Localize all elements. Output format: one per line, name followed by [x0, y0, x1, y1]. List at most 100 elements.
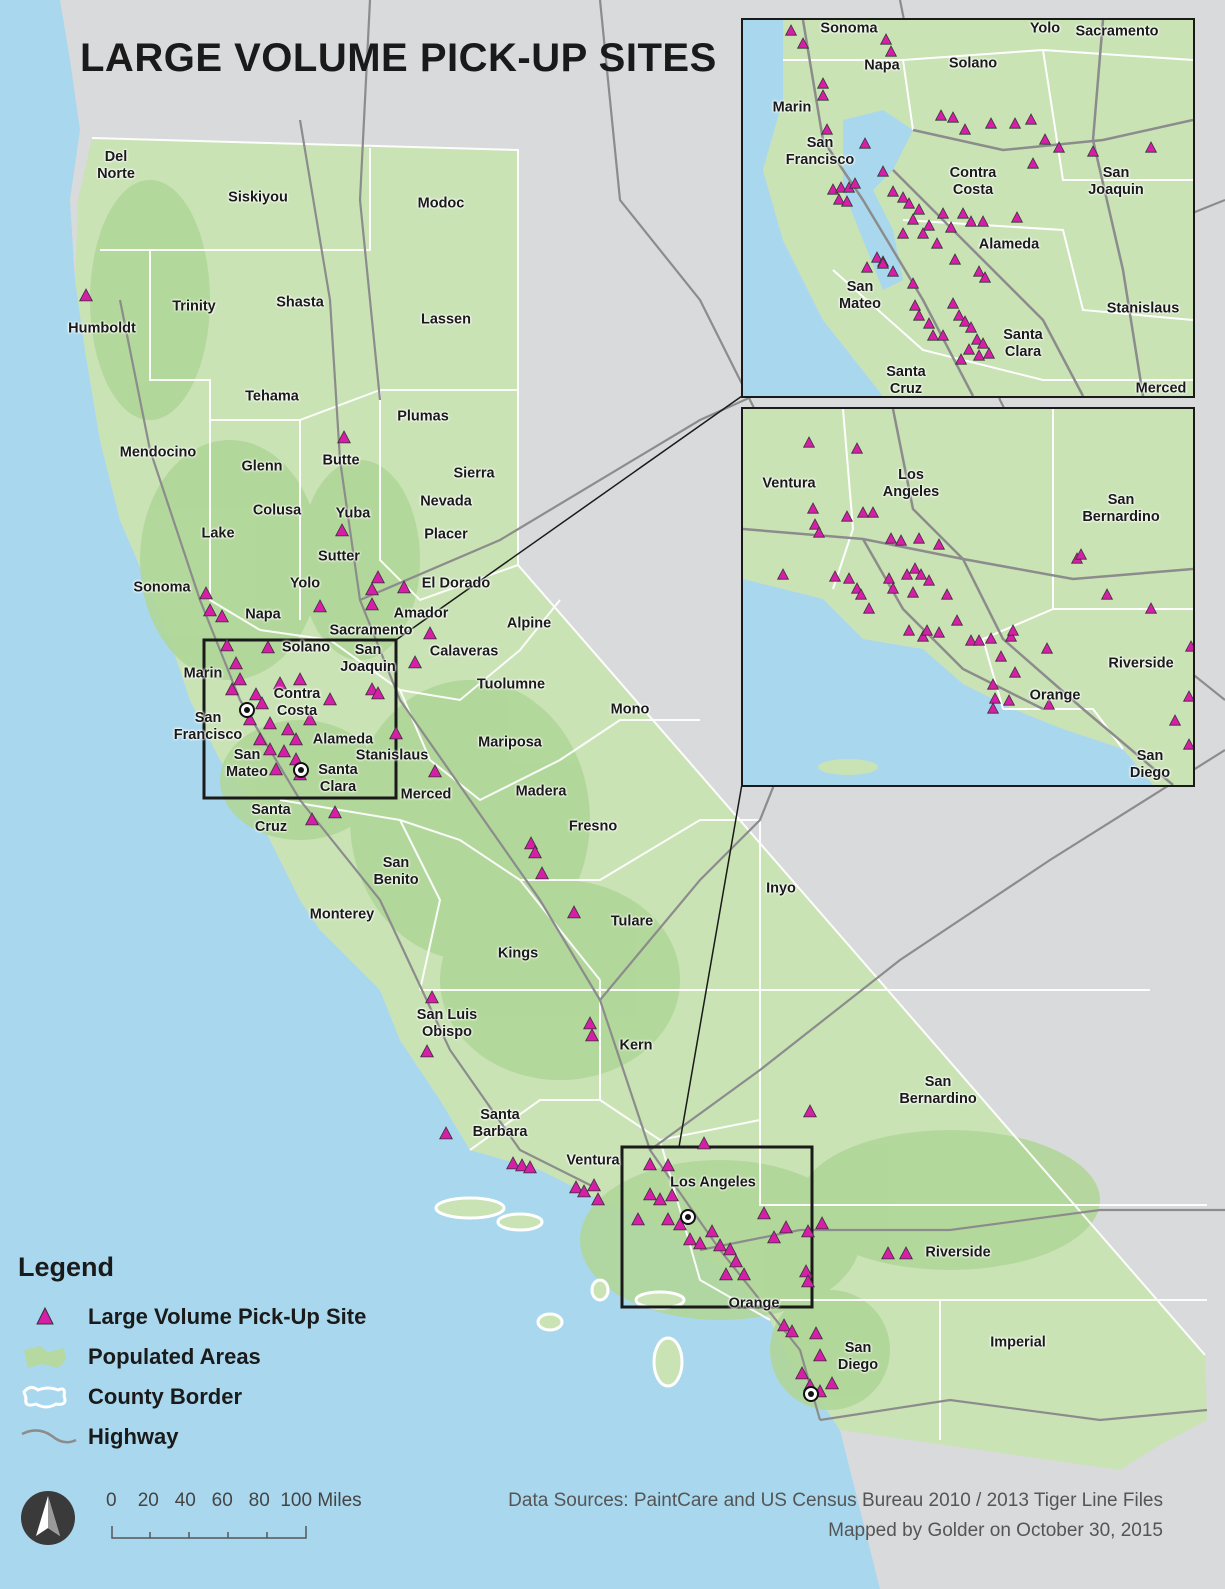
pickup-site-marker — [1086, 145, 1100, 157]
highway-line-icon — [21, 1429, 77, 1444]
pickup-site-marker — [1042, 698, 1056, 710]
county-label: Sonoma — [820, 20, 878, 37]
county-label: Contra Costa — [949, 165, 997, 198]
pickup-site-marker — [1024, 113, 1038, 125]
pickup-site-marker — [803, 1104, 817, 1118]
pickup-site-marker — [371, 570, 385, 584]
scale-tick-40: 40 — [174, 1490, 196, 1511]
county-label: Marin — [183, 665, 223, 682]
pickup-site-marker — [269, 762, 283, 776]
county-label: San Mateo — [839, 279, 881, 312]
pickup-site-marker — [1038, 133, 1052, 145]
pickup-site-marker — [922, 219, 936, 231]
pickup-site-marker — [908, 562, 922, 574]
pickup-site-marker — [882, 572, 896, 584]
pickup-site-marker — [1010, 211, 1024, 223]
county-label: San Luis Obispo — [416, 1007, 478, 1040]
pickup-site-marker — [631, 1212, 645, 1226]
scale-tick-80: 80 — [248, 1490, 270, 1511]
pickup-site-marker — [323, 692, 337, 706]
pickup-site-marker — [946, 111, 960, 123]
pickup-site-marker — [389, 726, 403, 740]
county-label: Santa Cruz — [251, 802, 291, 835]
pickup-site-marker — [856, 506, 870, 518]
pickup-site-marker — [737, 1267, 751, 1281]
county-border-swatch-icon — [22, 1385, 67, 1409]
pickup-site-marker — [906, 277, 920, 289]
pickup-site-marker — [902, 624, 916, 636]
pickup-site-marker — [970, 333, 984, 345]
pickup-site-marker — [978, 271, 992, 283]
county-label: Ventura — [566, 1152, 620, 1169]
pickup-site-marker — [784, 24, 798, 36]
county-label: Merced — [400, 786, 452, 803]
pickup-site-marker — [757, 1206, 771, 1220]
pickup-site-marker — [866, 506, 880, 518]
pickup-site-marker — [884, 45, 898, 57]
pickup-site-marker — [1008, 666, 1022, 678]
pickup-site-marker — [842, 572, 856, 584]
county-label: Solano — [948, 55, 998, 72]
pickup-site-marker — [801, 1224, 815, 1238]
pickup-site-marker — [934, 109, 948, 121]
pickup-site-marker — [577, 1184, 591, 1198]
scale-ruler — [111, 1526, 307, 1539]
pickup-site-marker — [673, 1217, 687, 1231]
county-label: Butte — [322, 452, 360, 469]
pickup-site-marker — [902, 197, 916, 209]
pickup-site-marker — [832, 193, 846, 205]
county-label: Sacramento — [1075, 23, 1159, 40]
county-label: Santa Cruz — [886, 364, 926, 397]
pickup-site-marker — [972, 349, 986, 361]
county-label: Los Angeles — [670, 1174, 756, 1191]
county-label: Los Angeles — [882, 467, 940, 500]
pickup-site-marker — [1144, 141, 1158, 153]
county-label: Trinity — [172, 298, 216, 315]
pickup-site-marker — [886, 185, 900, 197]
pickup-site-marker — [900, 568, 914, 580]
pickup-site-marker — [940, 588, 954, 600]
county-label: Kern — [619, 1037, 653, 1054]
inset-bay-highways — [801, 20, 1193, 396]
pickup-site-marker — [261, 640, 275, 654]
county-label: Lassen — [421, 311, 471, 328]
pickup-site-marker — [840, 510, 854, 522]
major-site-marker-center — [298, 767, 304, 773]
pickup-site-marker — [828, 570, 842, 582]
pickup-site-marker — [1100, 588, 1114, 600]
pickup-site-marker — [229, 656, 243, 670]
county-label: San Bernardino — [899, 1074, 977, 1107]
data-sources: Data Sources: PaintCare and US Census Bu… — [508, 1486, 1163, 1546]
county-label: Napa — [245, 606, 281, 623]
county-label: Siskiyou — [228, 189, 288, 206]
pickup-site-marker — [1006, 624, 1020, 636]
pickup-site-marker — [908, 299, 922, 311]
inset-bay-site-markers — [784, 24, 1158, 365]
county-label: Fresno — [568, 818, 618, 835]
legend-item-populated: Populated Areas — [18, 1337, 366, 1377]
pickup-site-marker — [986, 678, 1000, 690]
pickup-site-marker — [808, 518, 822, 530]
county-label: Santa Clara — [318, 762, 358, 795]
county-label: Yolo — [1029, 20, 1061, 37]
pickup-site-marker — [705, 1224, 719, 1238]
pickup-site-marker — [952, 309, 966, 321]
scale-unit: Miles — [317, 1490, 362, 1511]
pickup-site-marker — [661, 1212, 675, 1226]
pickup-site-marker — [922, 574, 936, 586]
county-label: Nevada — [420, 493, 472, 510]
legend-label-county: County Border — [88, 1384, 242, 1409]
county-label: Tulare — [610, 913, 654, 930]
county-label: Napa — [864, 57, 900, 74]
scale-bar: 0 20 40 60 80 100 Miles — [18, 1488, 362, 1553]
county-label: Mendocino — [119, 444, 197, 461]
pickup-site-marker — [683, 1232, 697, 1246]
county-label: Imperial — [990, 1334, 1046, 1351]
pickup-site-marker — [886, 265, 900, 277]
county-label: Monterey — [309, 906, 375, 923]
pickup-site-marker — [982, 347, 996, 359]
county-label: Lake — [201, 525, 235, 542]
